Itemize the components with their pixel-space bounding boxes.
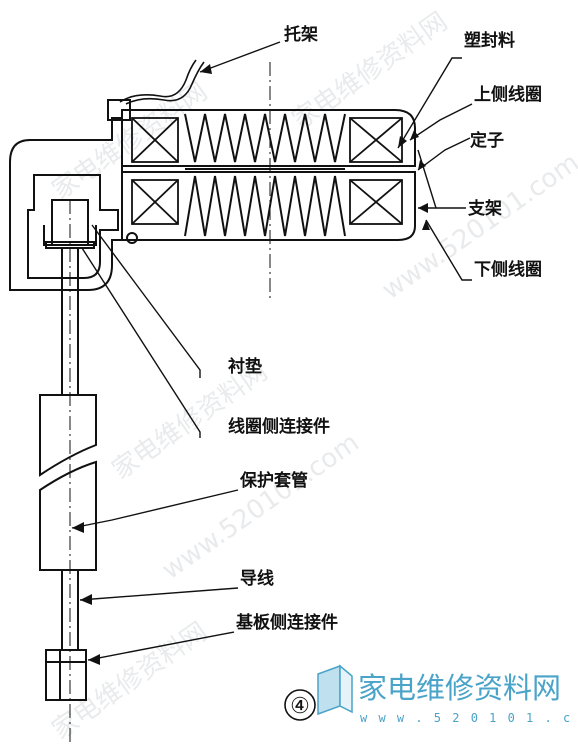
- bracket-wire: [119, 59, 205, 105]
- watermark-text: 家电维修资料网: [47, 617, 213, 746]
- logo-url: w w w . 5 2 0 1 0 1 . c o m: [360, 711, 578, 725]
- label-support: 支架: [468, 198, 502, 219]
- label-board-connector: 基板侧连接件: [235, 612, 338, 633]
- stator-body: [107, 99, 416, 244]
- leader-arrows: [72, 64, 430, 665]
- label-gasket: 衬垫: [228, 356, 262, 377]
- figure-number-text: ④: [290, 694, 310, 719]
- figure-number: ④: [284, 689, 316, 721]
- leader-lines: [71, 41, 473, 661]
- watermark-layer: 家电维修资料网 家电维修资料网 家电维修资料网 www.520101.com 家…: [47, 7, 578, 746]
- watermark-text: 家电维修资料网: [47, 77, 213, 206]
- watermark-url: www.520101.com: [157, 428, 365, 586]
- lower-coil: [131, 179, 403, 225]
- label-coil-connector: 线圈侧连接件: [228, 416, 330, 437]
- label-bracket-top: 托架: [284, 24, 318, 45]
- stator-teeth: [184, 113, 346, 237]
- label-sealant: 塑封料: [464, 30, 515, 51]
- label-upper-coil: 上侧线圈: [474, 84, 542, 105]
- cable: [39, 248, 97, 701]
- site-logo: 家电维修资料网 w w w . 5 2 0 1 0 1 . c o m: [317, 664, 578, 725]
- logo-title: 家电维修资料网: [358, 671, 561, 705]
- label-lower-coil: 下侧线圈: [474, 259, 542, 280]
- label-wire: 导线: [240, 568, 274, 589]
- label-stator: 定子: [470, 130, 504, 151]
- label-sleeve: 保护套管: [239, 470, 308, 491]
- logo-icon: [317, 664, 341, 716]
